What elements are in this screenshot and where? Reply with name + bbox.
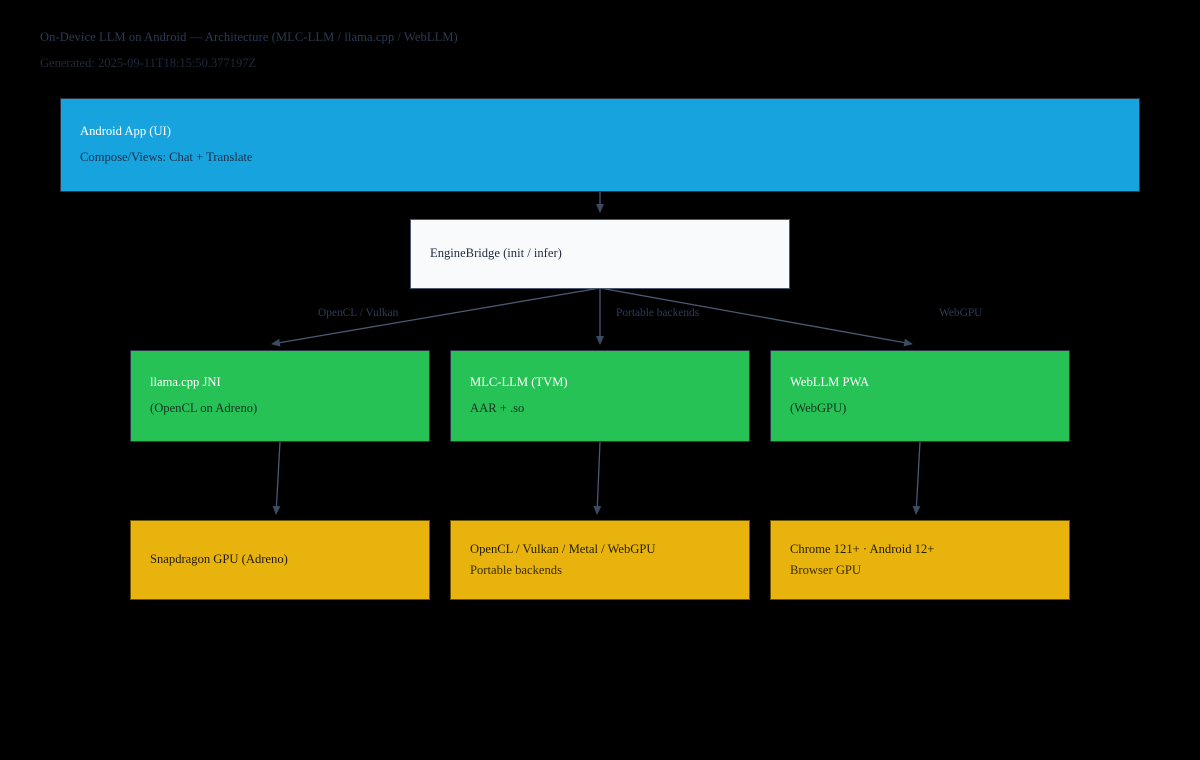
edge-label-portable-backends: Portable backends	[616, 307, 700, 319]
node-title: OpenCL / Vulkan / Metal / WebGPU	[470, 541, 656, 556]
node-subtitle: Compose/Views: Chat + Translate	[80, 150, 253, 164]
page-title: On-Device LLM on Android — Architecture …	[40, 30, 458, 44]
node-title: Android App (UI)	[80, 124, 171, 139]
node-title: MLC-LLM (TVM)	[470, 375, 568, 390]
node-llamacpp-jni[interactable]: llama.cpp JNI (OpenCL on Adreno)	[130, 350, 430, 442]
node-subtitle: Browser GPU	[790, 562, 862, 577]
node-subtitle: AAR + .so	[470, 401, 525, 415]
edge-llamacpp-to-adreno	[272, 441, 281, 515]
node-title: llama.cpp JNI	[150, 375, 221, 390]
node-portable-backends[interactable]: OpenCL / Vulkan / Metal / WebGPU Portabl…	[450, 520, 750, 600]
node-snapdragon-gpu-adreno[interactable]: Snapdragon GPU (Adreno)	[130, 520, 430, 600]
node-chrome-browser-gpu[interactable]: Chrome 121+ · Android 12+ Browser GPU	[770, 520, 1070, 600]
node-mlc-llm-tvm[interactable]: MLC-LLM (TVM) AAR + .so	[450, 350, 750, 442]
edge-webllm-to-chrome	[912, 441, 921, 515]
edge-label-webgpu: WebGPU	[939, 307, 983, 319]
node-title: WebLLM PWA	[790, 375, 870, 390]
node-subtitle: Portable backends	[470, 562, 562, 577]
node-title: Snapdragon GPU (Adreno)	[150, 552, 288, 567]
edge-label-opencl-vulkan: OpenCL / Vulkan	[318, 307, 399, 319]
node-webllm-pwa[interactable]: WebLLM PWA (WebGPU)	[770, 350, 1070, 442]
node-title: Chrome 121+ · Android 12+	[790, 541, 935, 556]
diagram-header: On-Device LLM on Android — Architecture …	[40, 30, 458, 71]
node-engine-bridge[interactable]: EngineBridge (init / infer)	[410, 219, 790, 289]
edge-mlcllm-to-portable	[593, 441, 602, 515]
generated-timestamp: Generated: 2025-09-11T18:15:50.377197Z	[40, 56, 257, 70]
node-android-app-ui[interactable]: Android App (UI) Compose/Views: Chat + T…	[60, 98, 1140, 192]
node-title: EngineBridge (init / infer)	[430, 246, 562, 261]
node-subtitle: (WebGPU)	[790, 401, 847, 415]
node-subtitle: (OpenCL on Adreno)	[150, 401, 258, 415]
